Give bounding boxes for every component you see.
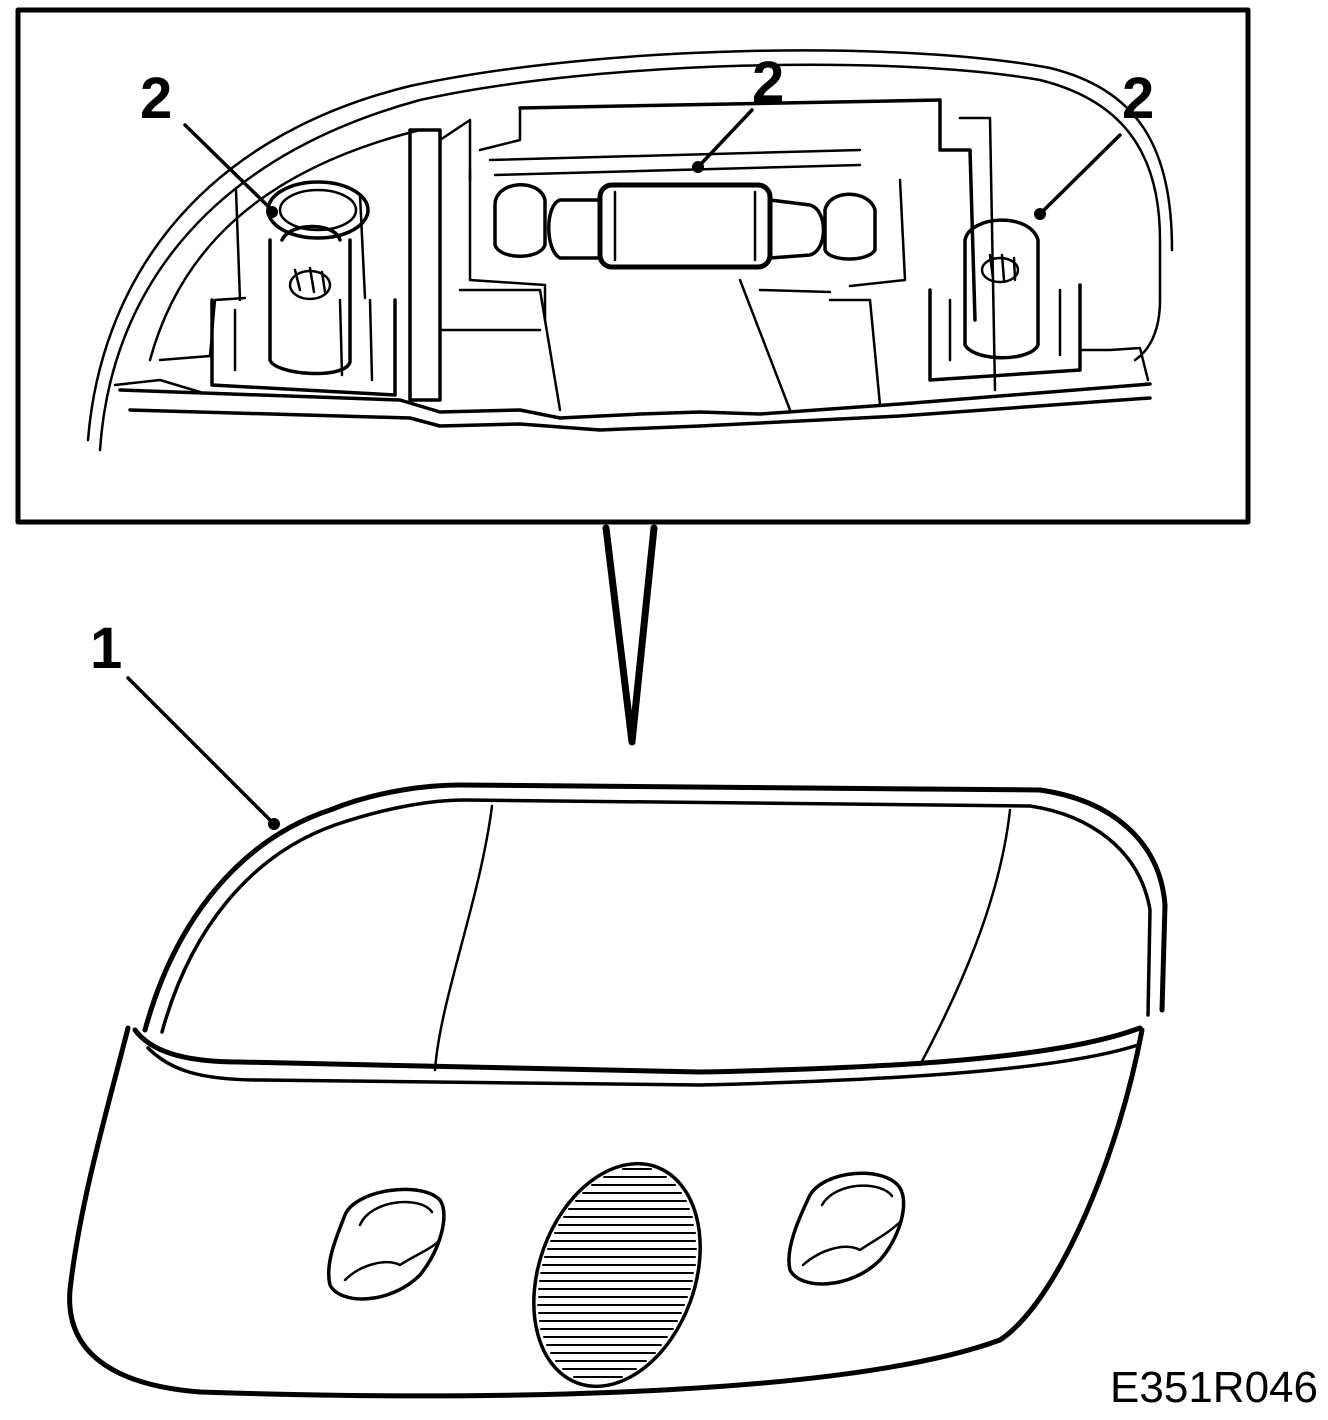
base-housing	[67, 1025, 1145, 1399]
callout-2-leaders	[183, 108, 1122, 220]
center-festoon-bulb	[438, 148, 907, 412]
detail-inset: 2 2 2	[15, 7, 1251, 525]
callout-label-part-1: 1	[90, 616, 122, 681]
callout-label-bulb-right: 2	[1122, 66, 1154, 131]
housing-outline	[98, 63, 1162, 452]
bottom-rail	[118, 382, 1152, 420]
lens-inner	[160, 798, 1152, 1034]
left-bulb-socket	[210, 180, 397, 397]
right-switch	[787, 1171, 906, 1286]
lens-outer	[142, 782, 1168, 1033]
right-bulb-socket	[928, 218, 1150, 382]
figure-code: E351R046	[1110, 1363, 1318, 1412]
zoom-pointer	[602, 524, 658, 746]
left-switch	[326, 1187, 446, 1301]
interior-light-unit: 1	[67, 616, 1168, 1399]
callout-label-bulb-left: 2	[140, 66, 172, 131]
callout-label-bulb-center: 2	[752, 50, 784, 115]
callout-1-leader	[126, 676, 274, 824]
speaker-grille	[532, 1161, 702, 1389]
